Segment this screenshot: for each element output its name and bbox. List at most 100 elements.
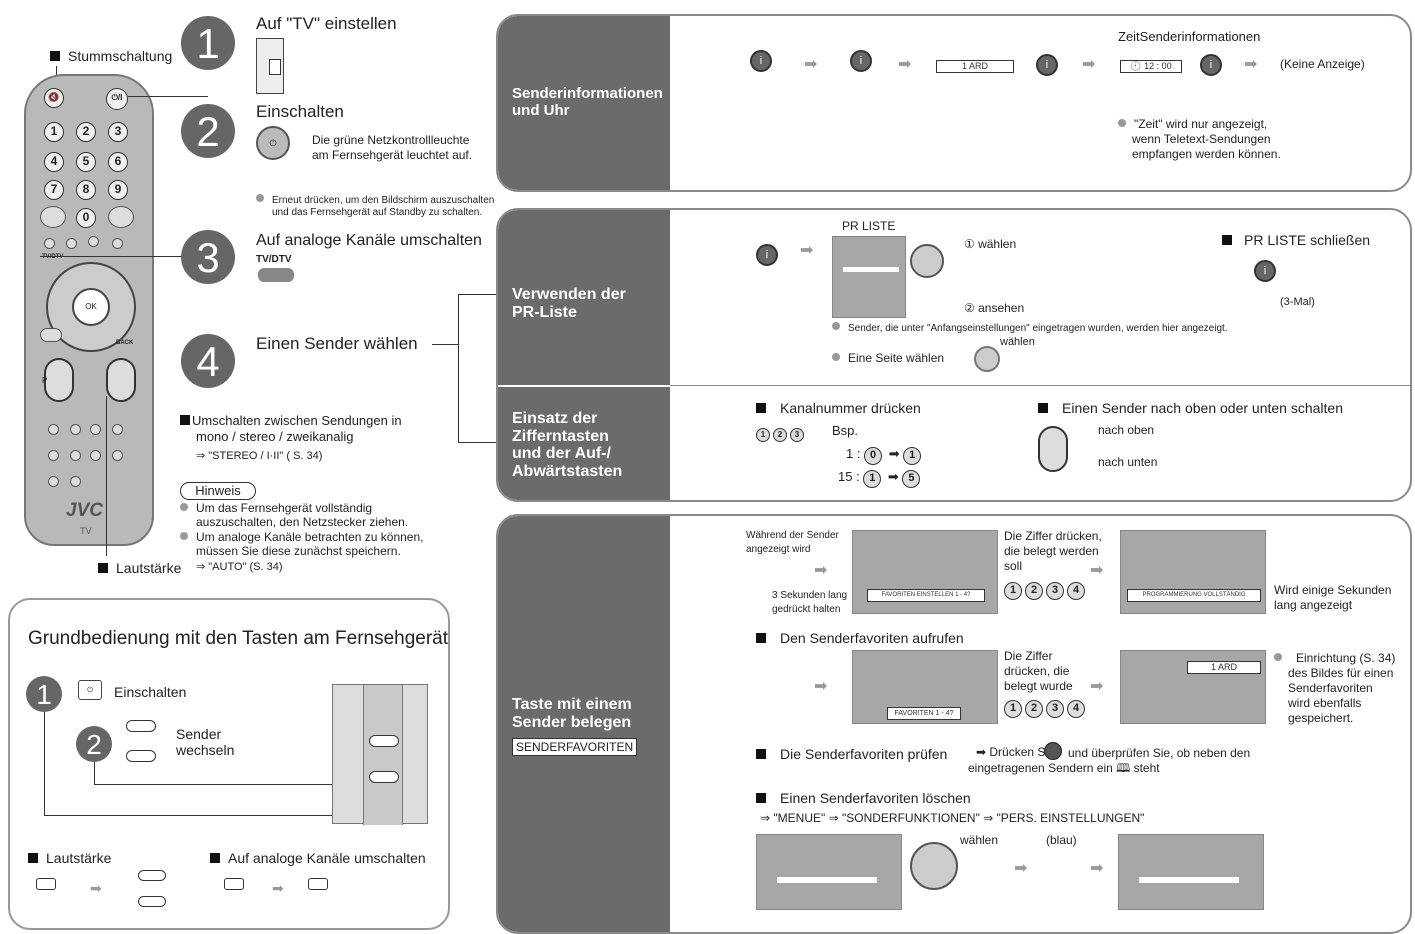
brand-logo: JVC xyxy=(66,500,103,521)
step-3-title: Auf analoge Kanäle umschalten xyxy=(256,232,482,249)
tvdtv-key: TV/DTV xyxy=(256,254,292,265)
key-1[interactable]: 1 xyxy=(44,122,64,142)
key-2[interactable]: 2 xyxy=(76,122,96,142)
basic-step-2-text: wechseln xyxy=(176,742,235,758)
info-button-icon: i xyxy=(1200,54,1222,76)
basic-step-2: 2 xyxy=(76,726,112,762)
step-2-note: und das Fernsehgerät auf Standby zu scha… xyxy=(272,207,483,218)
pr-close: PR LISTE schließen xyxy=(1222,232,1370,248)
updown-title: Einen Sender nach oben oder unten schalt… xyxy=(1038,400,1343,416)
sound-mode-ref: ⇒ "STEREO / I·II" ( S. 34) xyxy=(196,450,323,462)
hint-line: Um analoge Kanäle betrachten zu können, xyxy=(180,530,424,545)
while-text: Während der Sender xyxy=(746,530,839,541)
info-button-icon: i xyxy=(1036,54,1058,76)
key-5[interactable]: 5 xyxy=(76,152,96,172)
dpad-icon xyxy=(910,244,944,278)
small-button[interactable] xyxy=(48,476,59,487)
small-button[interactable] xyxy=(112,238,123,249)
osd-fav: FAVORITEN 1 - 4? xyxy=(887,707,961,720)
osd-channel: 1 ARD xyxy=(936,60,1014,73)
step-3-number: 3 xyxy=(181,230,235,284)
ch-up-icon xyxy=(126,720,156,732)
basic-step-2-text: Sender xyxy=(176,726,222,742)
time-note: "Zeit" wird nur angezeigt, xyxy=(1118,117,1267,132)
small-button[interactable] xyxy=(112,424,123,435)
key-0[interactable]: 0 xyxy=(76,208,96,228)
p-label: P xyxy=(42,376,48,385)
basic-analog: Auf analoge Kanäle umschalten xyxy=(210,850,426,866)
basic-title: Grundbedienung mit den Tasten am Fernseh… xyxy=(28,628,449,649)
arrow-icon: ➡ xyxy=(800,242,814,259)
prev-channel-button[interactable] xyxy=(40,206,66,228)
arrow-icon: ➡ xyxy=(1082,56,1096,73)
check-favorite: Die Senderfavoriten prüfen xyxy=(756,746,947,762)
tvdtv-key-label[interactable]: TV/DTV xyxy=(42,254,64,260)
ok-button[interactable]: OK xyxy=(72,288,110,326)
key-4[interactable]: 4 xyxy=(44,152,64,172)
power-button[interactable]: ⏻/I xyxy=(106,88,128,110)
hold-text: gedrückt halten xyxy=(772,604,841,615)
small-button[interactable] xyxy=(48,450,59,461)
channel-rocker-icon xyxy=(1038,426,1068,472)
arrow-icon: ➡ xyxy=(814,678,828,695)
press-number: Kanalnummer drücken xyxy=(756,400,921,416)
blue-label: (blau) xyxy=(1046,833,1077,847)
small-button[interactable] xyxy=(66,238,77,249)
volume-rocker[interactable] xyxy=(106,358,136,402)
power-icon: ⏻ xyxy=(256,126,290,160)
small-button[interactable] xyxy=(112,450,123,461)
menu-button[interactable] xyxy=(40,328,62,342)
channel-rocker[interactable] xyxy=(44,358,74,402)
remote-control: 🔇 ⏻/I 1 2 3 4 5 6 7 8 9 0 TV/DTV OK BACK… xyxy=(24,74,154,546)
up-label: nach oben xyxy=(1098,423,1155,437)
key-8[interactable]: 8 xyxy=(76,180,96,200)
small-button[interactable] xyxy=(44,238,55,249)
tv-side-panel-icon xyxy=(332,684,428,825)
tvdtv-button-icon xyxy=(258,268,294,282)
mute-button[interactable]: 🔇 xyxy=(44,88,64,108)
pr-view: ② ansehen xyxy=(964,301,1025,315)
key-9[interactable]: 9 xyxy=(108,180,128,200)
tv-switch-icon xyxy=(256,38,284,94)
key-7[interactable]: 7 xyxy=(44,180,64,200)
back-label[interactable]: BACK xyxy=(116,340,134,346)
hint-line: müssen Sie diese zunächst speichern. xyxy=(196,544,401,558)
time-note: wenn Teletext-Sendungen xyxy=(1132,132,1271,146)
example-2: 15 : 1 ➡ 5 xyxy=(838,469,923,488)
dpad-icon xyxy=(974,346,1000,372)
dpad-icon xyxy=(910,842,958,890)
small-button[interactable] xyxy=(88,236,99,247)
small-button[interactable] xyxy=(70,476,81,487)
osd-clock: 🕘 12 : 00 xyxy=(1120,60,1182,73)
arrow-icon: ➡ xyxy=(1014,860,1028,877)
sound-mode-line: Umschalten zwischen Sendungen in xyxy=(180,413,402,429)
pr-page-choose: wählen xyxy=(1000,336,1035,348)
small-button[interactable] xyxy=(70,450,81,461)
key-3[interactable]: 3 xyxy=(108,122,128,142)
input-button[interactable] xyxy=(108,206,134,228)
digit-text: Die Ziffer xyxy=(1004,649,1053,663)
volume-icon xyxy=(308,878,328,890)
osd-set: FAVORITEN EINSTELLEN 1 - 4? xyxy=(867,589,985,602)
key-6[interactable]: 6 xyxy=(108,152,128,172)
small-button[interactable] xyxy=(90,424,101,435)
small-button[interactable] xyxy=(70,424,81,435)
info-button-icon: i xyxy=(750,50,772,72)
small-button[interactable] xyxy=(48,424,59,435)
step-4-number: 4 xyxy=(181,334,235,388)
step-2-number: 2 xyxy=(181,104,235,158)
digit-text: die belegt werden xyxy=(1004,544,1099,558)
pr-times: (3-Mal) xyxy=(1280,296,1315,308)
while-text: angezeigt wird xyxy=(746,544,811,555)
pr-page: Eine Seite wählen xyxy=(832,351,944,366)
up-icon xyxy=(138,870,166,881)
volume-icon xyxy=(36,878,56,890)
arrow-icon: ➡ xyxy=(804,56,818,73)
small-button[interactable] xyxy=(90,450,101,461)
hold-text: 3 Sekunden lang xyxy=(772,590,848,601)
example-1: 1 : 0 ➡ 1 xyxy=(846,446,924,465)
